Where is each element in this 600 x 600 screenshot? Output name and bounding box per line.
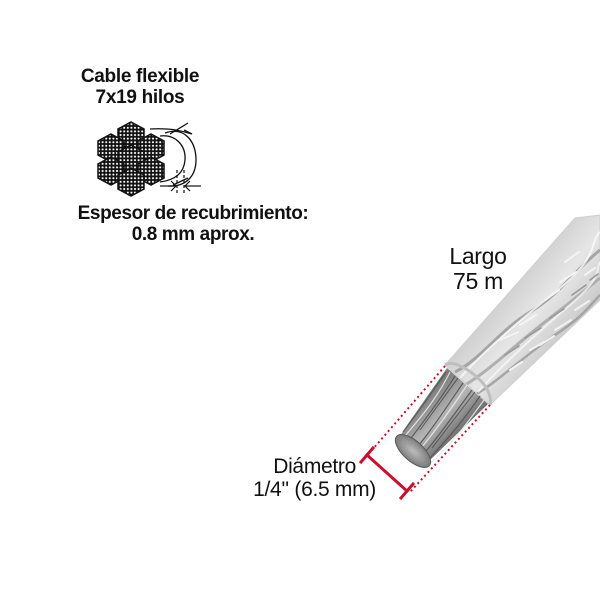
diameter-value: 1/4'' (6.5 mm) — [253, 478, 376, 502]
diameter-label: Diámetro 1/4'' (6.5 mm) — [230, 455, 390, 501]
coating-thickness-label: Espesor de recubrimiento: 0.8 mm aprox. — [48, 203, 338, 246]
cable-strand-spec: 7x19 hilos — [95, 87, 185, 109]
diameter-title: Diámetro — [273, 455, 356, 478]
length-title: Largo — [449, 243, 507, 269]
cable-type-title: Cable flexible — [80, 66, 200, 87]
cable-jacket — [444, 214, 600, 406]
cable-end-face — [394, 434, 432, 468]
coating-thickness-value: 0.8 mm aprox. — [131, 224, 255, 246]
diameter-dimension-line — [358, 445, 416, 501]
cable-type-label: Cable flexible 7x19 hilos — [40, 66, 240, 109]
length-label: Largo 75 m — [428, 244, 528, 294]
coating-thickness-title: Espesor de recubrimiento: — [77, 203, 309, 224]
length-value: 75 m — [453, 267, 503, 294]
cable-steel-wires — [398, 368, 488, 463]
diameter-guide-lines — [371, 365, 491, 493]
thickness-arrows-icon — [160, 170, 201, 195]
